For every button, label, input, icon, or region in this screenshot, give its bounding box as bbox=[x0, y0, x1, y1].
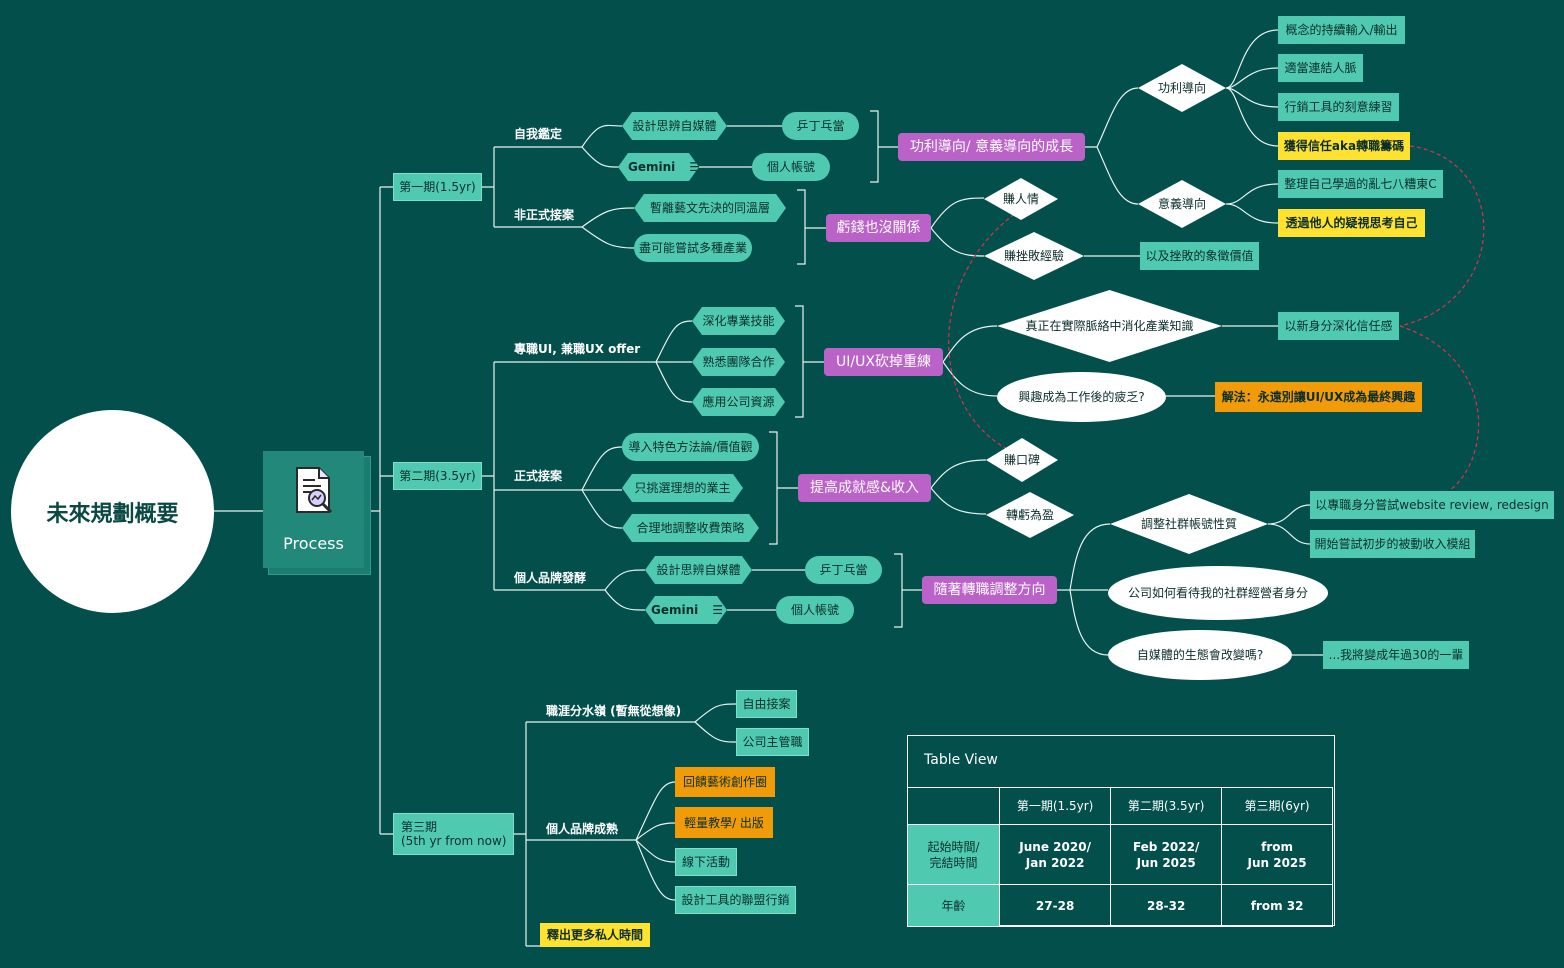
try-industries-node[interactable]: 盡可能嘗試多種產業 bbox=[634, 234, 752, 262]
phase-2[interactable]: 第二期(3.5yr) bbox=[393, 462, 482, 490]
brand-ferment-label[interactable]: 個人品牌發酵 bbox=[514, 571, 587, 585]
career-fork-label[interactable]: 職涯分水嶺 (暫無從想像) bbox=[546, 704, 682, 718]
table-header-empty bbox=[906, 787, 1001, 825]
freelance-node[interactable]: 自由接案 bbox=[736, 690, 797, 718]
meaning-item-1[interactable]: 整理自己學過的亂七八糟東C bbox=[1278, 170, 1443, 198]
art-feedback-node[interactable]: 回饋藝術創作圈 bbox=[675, 767, 775, 797]
brand-mature-label[interactable]: 個人品牌成熟 bbox=[546, 822, 619, 836]
meaning-item-2[interactable]: 透過他人的疑視思考自己 bbox=[1278, 209, 1425, 237]
review-redesign-node[interactable]: 以專職身分嘗試website review, redesign bbox=[1310, 491, 1554, 519]
personal-account-node[interactable]: 個人帳號 bbox=[752, 153, 830, 181]
process-label: Process bbox=[283, 534, 344, 553]
root-topic[interactable]: 未來規劃概要 bbox=[11, 410, 214, 613]
informal-cases-label[interactable]: 非正式接案 bbox=[514, 208, 575, 222]
uiux-item-3[interactable]: 應用公司資源 bbox=[692, 388, 785, 416]
utility-item-2[interactable]: 適當連結人脈 bbox=[1278, 54, 1363, 82]
formal-item-3[interactable]: 合理地調整收費策略 bbox=[622, 514, 759, 542]
process-node[interactable]: Process bbox=[263, 451, 364, 568]
media-ecology-node[interactable]: 自媒體的生態會改變嗎? bbox=[1108, 630, 1292, 680]
formal-cases-label[interactable]: 正式接案 bbox=[514, 469, 563, 483]
utility-item-3[interactable]: 行銷工具的刻意練習 bbox=[1278, 93, 1399, 121]
table-header-p1: 第一期(1.5yr) bbox=[999, 787, 1112, 825]
offline-events-node[interactable]: 線下活動 bbox=[675, 848, 737, 876]
uiux-restart-node[interactable]: UI/UX砍掉重練 bbox=[824, 348, 943, 376]
phase-3[interactable]: 第三期 (5th yr from now) bbox=[393, 813, 514, 855]
table-cell: from 32 bbox=[1221, 884, 1333, 927]
manager-node[interactable]: 公司主管職 bbox=[736, 728, 809, 756]
notes-icon: ☰ bbox=[689, 160, 701, 174]
loss-ok-node[interactable]: 虧錢也沒關係 bbox=[826, 214, 931, 242]
utility-item-1[interactable]: 概念的持續輸入/輸出 bbox=[1278, 16, 1405, 44]
gemini-label: Gemini bbox=[628, 160, 676, 174]
leave-echo-node[interactable]: 暫離藝文先決的同溫層 bbox=[634, 194, 786, 222]
passive-income-node[interactable]: 開始嘗試初步的被動收入模組 bbox=[1310, 530, 1475, 558]
table-title: Table View bbox=[924, 752, 998, 768]
brand-personal-account-node[interactable]: 個人帳號 bbox=[776, 596, 854, 624]
table-header-p3: 第三期(6yr) bbox=[1221, 787, 1333, 825]
uiux-item-1[interactable]: 深化專業技能 bbox=[692, 307, 785, 335]
table-row-age-label: 年齡 bbox=[906, 884, 1001, 927]
uiux-item-2[interactable]: 熟悉團隊合作 bbox=[692, 348, 785, 376]
brand-gemini-node[interactable]: Gemini ☰ bbox=[645, 596, 727, 624]
gemini-node[interactable]: Gemini ☰ bbox=[618, 153, 699, 181]
achievement-income-node[interactable]: 提高成就感&收入 bbox=[798, 474, 931, 502]
table-cell: 27-28 bbox=[999, 884, 1112, 927]
brand-design-media-node[interactable]: 設計思辨自媒體 bbox=[645, 556, 752, 584]
table-cell: 28-32 bbox=[1110, 884, 1223, 927]
affiliate-marketing-node[interactable]: 設計工具的聯盟行銷 bbox=[675, 886, 796, 914]
free-time-node[interactable]: 釋出更多私人時間 bbox=[540, 923, 650, 947]
table-row-start-end-label: 起始時間/ 完結時間 bbox=[906, 824, 1001, 885]
fatigue-node[interactable]: 興趣成為工作後的疲乏? bbox=[997, 372, 1166, 422]
company-view-node[interactable]: 公司如何看待我的社群經營者身分 bbox=[1108, 566, 1328, 620]
formal-item-1[interactable]: 導入特色方法論/價值觀 bbox=[622, 433, 759, 461]
phase-1[interactable]: 第一期(1.5yr) bbox=[393, 173, 482, 201]
table-header-p2: 第二期(3.5yr) bbox=[1110, 787, 1223, 825]
table-cell: June 2020/ Jan 2022 bbox=[999, 824, 1112, 885]
self-assessment-label[interactable]: 自我鑑定 bbox=[514, 127, 563, 141]
failure-value-node[interactable]: 以及挫敗的象徵價值 bbox=[1140, 242, 1259, 270]
brand-pingpong-node[interactable]: 乒丁乓當 bbox=[805, 556, 882, 584]
document-analytics-icon bbox=[295, 467, 332, 514]
uiux-offer-label[interactable]: 專職UI, 兼職UX offer bbox=[514, 342, 641, 356]
formal-item-2[interactable]: 只挑選理想的業主 bbox=[622, 474, 743, 502]
solution-node[interactable]: 解法：永遠別讓UI/UX成為最終興趣 bbox=[1215, 382, 1422, 412]
over-thirty-node[interactable]: ...我將變成年過30的一輩 bbox=[1323, 641, 1469, 669]
table-cell: Feb 2022/ Jun 2025 bbox=[1110, 824, 1223, 885]
table-cell: from Jun 2025 bbox=[1221, 824, 1333, 885]
notes-icon: ☰ bbox=[712, 603, 724, 617]
timeline-table: 第一期(1.5yr) 第二期(3.5yr) 第三期(6yr) 起始時間/ 完結時… bbox=[906, 787, 1333, 927]
table-view: Table View 第一期(1.5yr) 第二期(3.5yr) 第三期(6yr… bbox=[906, 735, 1335, 927]
trust-node[interactable]: 以新身分深化信任感 bbox=[1278, 312, 1399, 340]
pingpong-node[interactable]: 乒丁乓當 bbox=[782, 112, 859, 140]
design-media-node[interactable]: 設計思辨自媒體 bbox=[622, 112, 727, 140]
brand-gemini-label: Gemini bbox=[651, 603, 699, 617]
adjust-direction-node[interactable]: 隨著轉職調整方向 bbox=[922, 576, 1057, 604]
light-teaching-node[interactable]: 輕量教學/ 出版 bbox=[675, 807, 773, 838]
utility-item-4[interactable]: 獲得信任aka轉職籌碼 bbox=[1278, 132, 1410, 160]
growth-orientation-node[interactable]: 功利導向/ 意義導向的成長 bbox=[898, 133, 1085, 161]
